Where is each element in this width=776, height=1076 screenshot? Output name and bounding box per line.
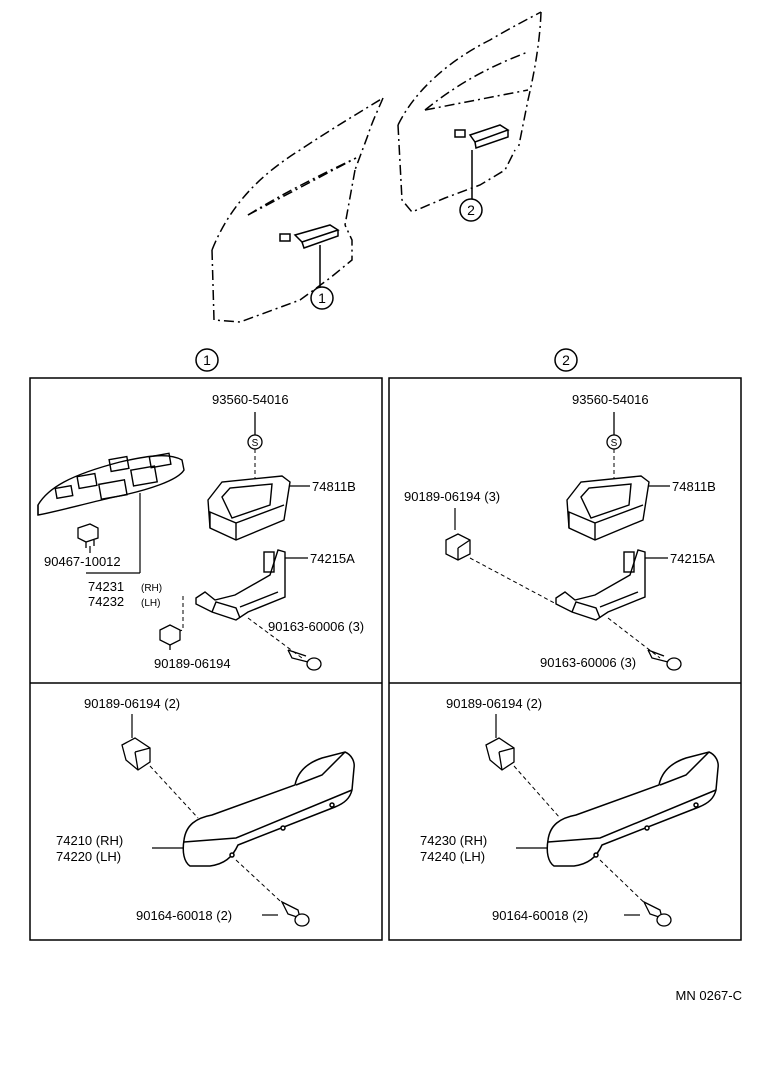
screw-part	[647, 649, 682, 671]
label-armrest-clip: 90189-06194 (2)	[446, 696, 542, 711]
bracket-part	[195, 549, 286, 621]
svg-text:1: 1	[203, 352, 211, 368]
label-armrest-lh: 74240 (LH)	[420, 849, 485, 864]
bezel-part	[566, 475, 650, 541]
bracket-part	[555, 549, 646, 621]
panel-2-bottom: 90189-06194 (2) 74230 (RH) 74240 (LH) 90…	[420, 696, 719, 927]
label-armrest-rh: 74210 (RH)	[56, 833, 123, 848]
armrest-clip-part	[485, 737, 515, 771]
armrest-screw-part	[280, 900, 310, 927]
callout-1-door: 1	[310, 286, 334, 310]
label-bracket: 74215A	[310, 551, 355, 566]
armrest-part	[546, 751, 719, 867]
label-armrest-screw: 90164-60018 (2)	[136, 908, 232, 923]
callout-2-door: 2	[459, 198, 483, 222]
label-screw-cap: 93560-54016	[212, 392, 289, 407]
panel-1-top: 93560-54016 S 74811B 74215A	[37, 392, 364, 671]
svg-text:2: 2	[467, 202, 475, 218]
screw-cap-icon: S	[247, 434, 263, 450]
label-switch-rh-suffix: (RH)	[141, 583, 162, 594]
label-switch-clip: 90467-10012	[44, 554, 121, 569]
svg-text:1: 1	[318, 290, 326, 306]
screw-cap-icon: S	[606, 434, 622, 450]
clip-part	[445, 533, 471, 561]
front-door-illustration	[211, 97, 384, 323]
power-window-switch	[37, 452, 185, 516]
label-switch-rh: 74231	[88, 579, 124, 594]
armrest-screw-part	[642, 900, 672, 927]
panel-1-frame	[29, 377, 383, 941]
label-armrest-rh: 74230 (RH)	[420, 833, 487, 848]
label-screw: 90163-60006 (3)	[540, 655, 636, 670]
armrest-clip-part	[121, 737, 151, 771]
label-clip: 90189-06194	[154, 656, 231, 671]
diagram-code: MN 0267-C	[676, 988, 742, 1003]
screw-part	[287, 649, 322, 671]
svg-text:2: 2	[562, 352, 570, 368]
callout-2-panel: 2	[554, 348, 578, 372]
label-armrest-screw: 90164-60018 (2)	[492, 908, 588, 923]
svg-text:S: S	[611, 438, 618, 449]
armrest-part	[182, 751, 355, 867]
clip-part	[159, 624, 181, 650]
svg-text:S: S	[252, 438, 259, 449]
label-bracket: 74215A	[670, 551, 715, 566]
label-bezel: 74811B	[312, 479, 356, 494]
label-armrest-clip: 90189-06194 (2)	[84, 696, 180, 711]
label-clip: 90189-06194 (3)	[404, 489, 500, 504]
label-bezel: 74811B	[672, 479, 716, 494]
label-armrest-lh: 74220 (LH)	[56, 849, 121, 864]
rear-door-illustration	[397, 11, 542, 213]
bezel-part	[207, 475, 291, 541]
switch-clip-part	[77, 523, 99, 548]
callout-1-panel: 1	[195, 348, 219, 372]
panel-1-bottom: 90189-06194 (2) 74210 (RH) 74220 (LH) 90…	[56, 696, 355, 927]
label-switch-lh-suffix: (LH)	[141, 598, 160, 609]
panel-2-frame	[388, 377, 742, 941]
panel-2-top: 93560-54016 S 74811B 74215A 90189-06194 …	[404, 392, 716, 671]
label-switch-lh: 74232	[88, 594, 124, 609]
label-screw: 90163-60006 (3)	[268, 619, 364, 634]
label-screw-cap: 93560-54016	[572, 392, 649, 407]
